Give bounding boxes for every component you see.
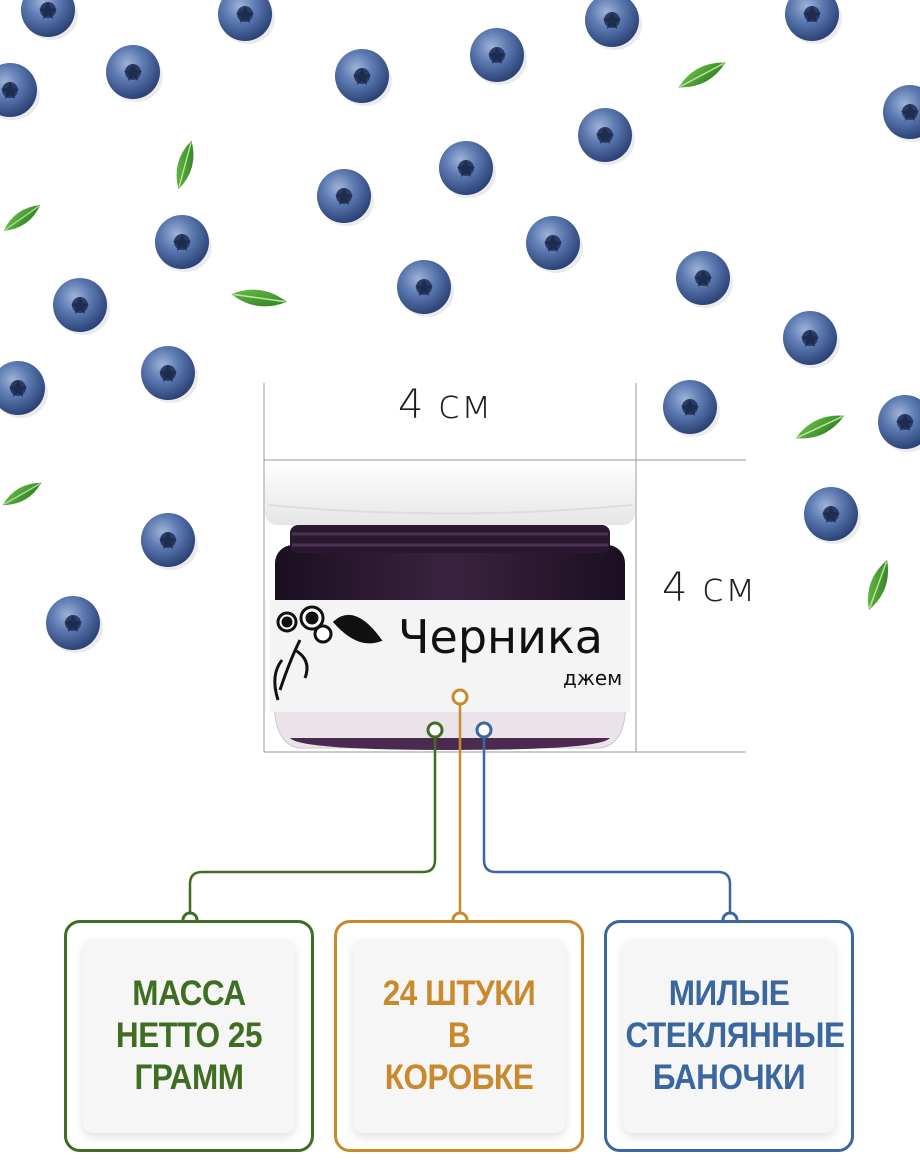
feature-text-box-quantity: 24 ШТУКИ В КОРОБКЕ <box>382 974 536 1097</box>
feature-text-net-weight: МАССА НЕТТО 25 ГРАММ <box>115 974 263 1097</box>
floral-ornament <box>273 605 383 701</box>
feature-card-body: МИЛЫЕ СТЕКЛЯННЫЕ БАНОЧКИ <box>623 939 845 1133</box>
feature-card-box-quantity: 24 ШТУКИ В КОРОБКЕ <box>334 920 584 1152</box>
dimension-lines <box>263 383 746 753</box>
product-subtitle: джем <box>563 666 623 690</box>
feature-card-net-weight: МАССА НЕТТО 25 ГРАММ <box>64 920 314 1152</box>
connector-blue <box>475 721 739 929</box>
connector-green <box>181 721 444 929</box>
product-name: Черника <box>398 610 603 664</box>
feature-text-glass-jars: МИЛЫЕ СТЕКЛЯННЫЕ БАНОЧКИ <box>625 974 845 1097</box>
height-dimension-label: 4 см <box>662 565 757 611</box>
jam-jar <box>265 461 635 750</box>
feature-card-body: МАССА НЕТТО 25 ГРАММ <box>83 939 295 1133</box>
feature-card-body: 24 ШТУКИ В КОРОБКЕ <box>353 939 565 1133</box>
feature-card-glass-jars: МИЛЫЕ СТЕКЛЯННЫЕ БАНОЧКИ <box>604 920 854 1152</box>
width-dimension-label: 4 см <box>398 382 493 428</box>
